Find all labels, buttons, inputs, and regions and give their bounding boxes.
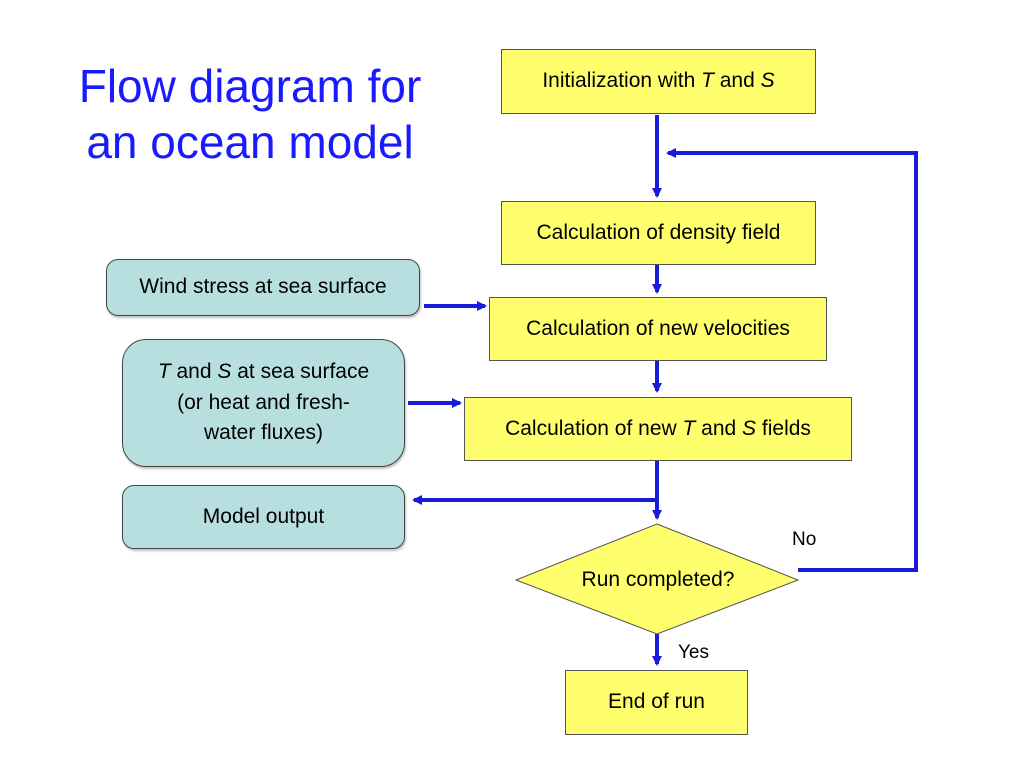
ts-var-t: T (682, 416, 696, 440)
ts-suffix: fields (756, 416, 811, 440)
output-label: Model output (202, 504, 325, 528)
ts-var-s: S (742, 416, 757, 440)
surface-mid: and (170, 360, 218, 384)
decision-diamond (514, 523, 800, 635)
loop-no-path (666, 148, 918, 572)
end-label: End of run (608, 690, 705, 714)
density-label: Calculation of density field (536, 220, 781, 244)
init-prefix: Initialization with (542, 69, 702, 93)
surface-var-s: S (217, 360, 232, 384)
surface-var-t: T (157, 360, 171, 384)
velocities-label: Calculation of new velocities (526, 316, 790, 340)
input-surface-ts: T and S at sea surface (or heat and fres… (122, 339, 405, 467)
init-mid: and (713, 69, 761, 93)
edge-label-yes: Yes (678, 642, 709, 663)
ts-mid: and (695, 416, 743, 440)
init-var-s: S (760, 69, 775, 93)
node-density: Calculation of density field (501, 201, 816, 265)
surface-ts-line-1: T and S at sea surface (158, 357, 369, 387)
ts-prefix: Calculation of new (505, 416, 683, 440)
node-initialization: Initialization with T and S (501, 49, 816, 114)
surface-ts-line-2: (or heat and fresh- (177, 390, 350, 414)
title-line-1: Flow diagram for (78, 60, 422, 112)
node-ts-fields: Calculation of new T and S fields (464, 397, 852, 461)
page-title: Flow diagram for an ocean model (40, 58, 460, 170)
node-end: End of run (565, 670, 748, 735)
title-line-2: an ocean model (86, 116, 414, 168)
decision-label: Run completed? (581, 568, 735, 591)
input-wind-stress: Wind stress at sea surface (106, 259, 420, 316)
wind-label: Wind stress at sea surface (139, 275, 387, 299)
surface-line1-suffix: at sea surface (231, 360, 370, 384)
init-var-t: T (701, 69, 714, 93)
output-model: Model output (122, 485, 405, 549)
surface-ts-line-3: water fluxes) (203, 421, 324, 445)
edge-label-no: No (792, 529, 817, 550)
node-velocities: Calculation of new velocities (489, 297, 827, 361)
